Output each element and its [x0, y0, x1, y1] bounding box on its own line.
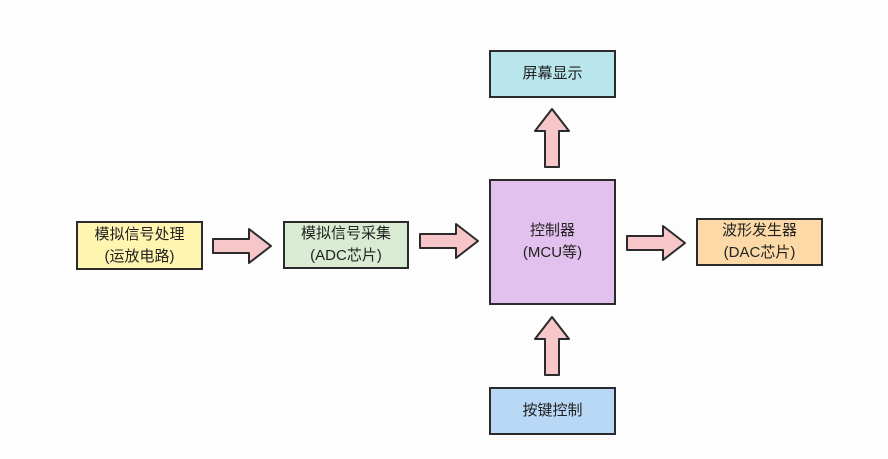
arrow-keys-to-controller	[534, 316, 570, 376]
analog-sampling-subtitle: (ADC芯片)	[310, 247, 382, 264]
arrow-controller-to-waveform	[626, 225, 686, 261]
analog-sampling-title: 模拟信号采集	[300, 225, 391, 242]
key-control-title: 按键控制	[522, 402, 583, 419]
analog-processing-node: 模拟信号处理 (运放电路)	[76, 221, 203, 270]
screen-display-node: 屏幕显示	[489, 50, 616, 98]
arrow-controller-to-screen	[534, 108, 570, 168]
key-control-node: 按键控制	[489, 387, 616, 435]
waveform-generator-subtitle: (DAC芯片)	[723, 244, 796, 261]
waveform-generator-node: 波形发生器 (DAC芯片)	[696, 218, 823, 266]
screen-display-title: 屏幕显示	[522, 65, 583, 82]
controller-title: 控制器	[529, 222, 575, 239]
analog-sampling-node: 模拟信号采集 (ADC芯片)	[283, 221, 409, 269]
arrow-sampling-to-controller	[419, 223, 479, 259]
controller-node: 控制器 (MCU等)	[489, 179, 616, 305]
analog-processing-subtitle: (运放电路)	[104, 247, 175, 265]
arrow-processing-to-sampling	[212, 228, 272, 264]
controller-subtitle: (MCU等)	[522, 244, 583, 261]
analog-processing-title: 模拟信号处理	[94, 225, 185, 243]
waveform-generator-title: 波形发生器	[721, 222, 797, 239]
